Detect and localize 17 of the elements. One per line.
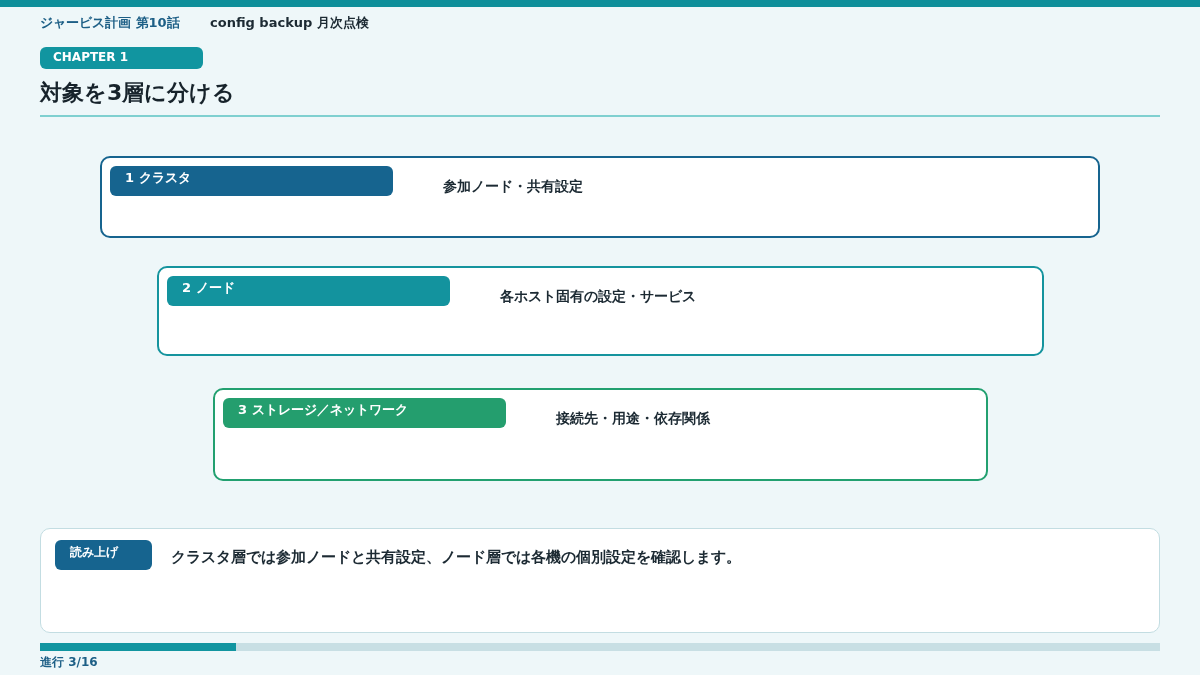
series-title: ジャービス計画 第10話: [40, 14, 180, 32]
layer-description: 参加ノード・共有設定: [443, 178, 583, 196]
layer-title: 2 ノード: [167, 276, 450, 306]
layer-title: 3 ストレージ／ネットワーク: [223, 398, 506, 428]
slide-title: 対象を3層に分ける: [40, 79, 236, 107]
layer-description: 接続先・用途・依存関係: [556, 410, 710, 428]
layer-description: 各ホスト固有の設定・サービス: [500, 288, 696, 306]
layer-title: 1 クラスタ: [110, 166, 393, 196]
narration-tag: 読み上げ: [55, 540, 152, 570]
narration-panel: [40, 528, 1160, 633]
layer-card: [100, 156, 1100, 238]
chapter-tag: CHAPTER 1: [40, 47, 203, 69]
progress-text: 進行 3/16: [40, 654, 98, 671]
episode-title: config backup 月次点検: [210, 14, 369, 32]
layer-card: [213, 388, 988, 481]
narration-text: クラスタ層では参加ノードと共有設定、ノード層では各機の個別設定を確認します。: [171, 548, 741, 567]
layer-card: [157, 266, 1044, 356]
